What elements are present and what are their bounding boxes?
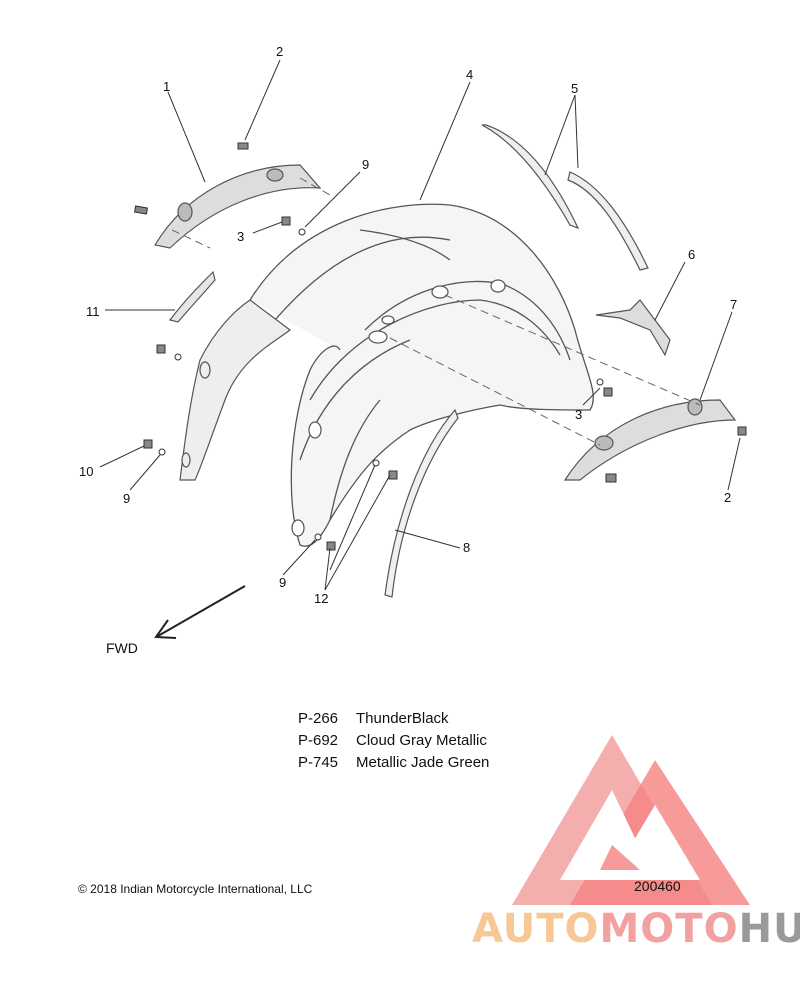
right-mounting-rail	[291, 279, 506, 537]
callout-9-left: 9	[123, 491, 131, 506]
drawing-number: 200460	[634, 878, 681, 894]
paint-code-legend: P-266 ThunderBlack P-692 Cloud Gray Metall…	[298, 708, 489, 774]
paint-color: Metallic Jade Green	[356, 754, 490, 771]
callout-2: 2	[276, 44, 284, 59]
forward-arrow-icon	[154, 585, 246, 639]
watermark-part-auto: AUTO	[472, 906, 600, 952]
paint-color: ThunderBlack	[356, 710, 449, 727]
left-side-rail	[179, 299, 292, 481]
forward-label: FWD	[106, 640, 138, 656]
callout-8: 8	[463, 540, 471, 555]
callout-3-right: 3	[575, 407, 583, 422]
paint-color: Cloud Gray Metallic	[356, 732, 487, 749]
callout-7: 7	[730, 297, 738, 312]
paint-code: P-266	[298, 710, 339, 727]
paint-code-row: P-745 Metallic Jade Green	[298, 752, 489, 774]
watermark-part-hub: HUB	[738, 906, 800, 952]
watermark-part-moto: MOTO	[599, 906, 739, 952]
callout-9-bottom: 9	[279, 575, 287, 590]
callout-1: 1	[163, 79, 171, 94]
part-5-strips	[481, 124, 649, 271]
leader-lines	[99, 59, 741, 591]
paint-code-row: P-692 Cloud Gray Metallic	[298, 730, 489, 752]
watermark-text: AUTOMOTOHUB	[472, 906, 800, 952]
rear-fender	[184, 203, 594, 547]
part-6-bracket	[595, 299, 671, 357]
callout-12: 12	[314, 591, 329, 606]
watermark-logo	[512, 735, 750, 905]
fasteners	[133, 142, 747, 551]
callout-11: 11	[86, 304, 100, 319]
callout-6: 6	[688, 247, 696, 262]
callout-3: 3	[237, 229, 245, 244]
copyright-notice: © 2018 Indian Motorcycle International, …	[78, 882, 313, 896]
part-7-trim-cover	[563, 398, 737, 481]
callout-2-right: 2	[724, 490, 732, 505]
part-8-strip	[384, 408, 459, 598]
alignment-lines	[171, 177, 701, 446]
paint-code: P-692	[298, 732, 339, 749]
callout-5: 5	[571, 81, 579, 96]
callout-4: 4	[466, 67, 474, 82]
paint-code: P-745	[298, 754, 339, 771]
part-1-trim-cover	[154, 164, 322, 249]
callout-9-top: 9	[362, 157, 370, 172]
part-11-strip	[168, 270, 216, 323]
paint-code-row: P-266 ThunderBlack	[298, 708, 489, 730]
callout-10: 10	[79, 464, 94, 479]
